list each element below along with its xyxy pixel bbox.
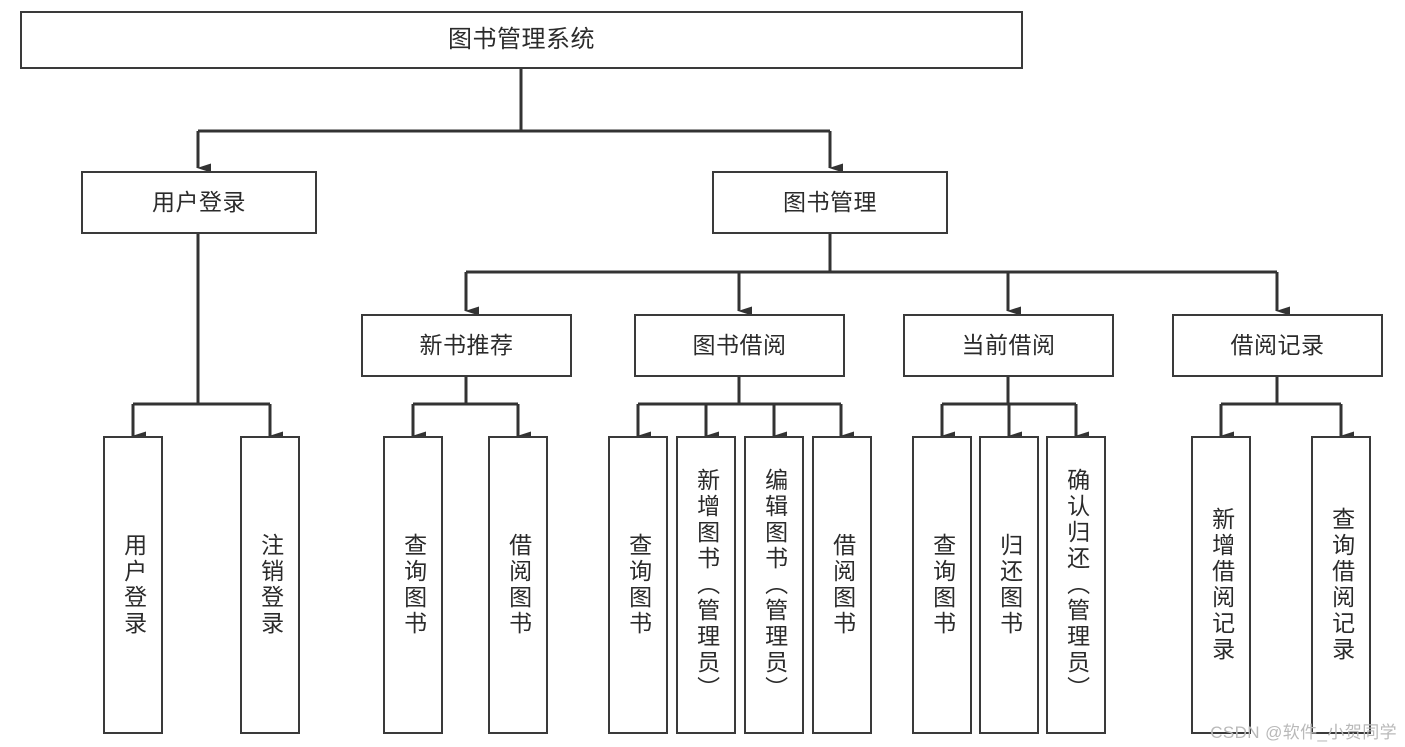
leaf-borrow-borrow-book-label: 借阅图书 (829, 533, 856, 637)
leaf-borrow-edit-book-admin[interactable]: 编辑图书（管理员） (744, 436, 804, 734)
leaf-newbook-borrow-book-label: 借阅图书 (505, 533, 532, 637)
leaf-borrow-query-book[interactable]: 查询图书 (608, 436, 668, 734)
leaf-records-query-record-label: 查询借阅记录 (1328, 507, 1355, 663)
node-new-book-recommend[interactable]: 新书推荐 (361, 314, 572, 377)
leaf-logout-label: 注销登录 (257, 533, 284, 637)
leaf-records-add-record[interactable]: 新增借阅记录 (1191, 436, 1251, 734)
leaf-borrow-add-book-admin-label: 新增图书（管理员） (693, 468, 720, 702)
leaf-logout[interactable]: 注销登录 (240, 436, 300, 734)
node-borrow-records[interactable]: 借阅记录 (1172, 314, 1383, 377)
node-book-borrow-label: 图书借阅 (692, 331, 787, 358)
node-current-borrow[interactable]: 当前借阅 (903, 314, 1114, 377)
node-borrow-records-label: 借阅记录 (1230, 331, 1325, 358)
leaf-borrow-edit-book-admin-label: 编辑图书（管理员） (761, 468, 788, 702)
leaf-current-query-book-label: 查询图书 (929, 533, 956, 637)
leaf-borrow-query-book-label: 查询图书 (625, 533, 652, 637)
node-book-management-label: 图书管理 (783, 188, 877, 215)
leaf-current-query-book[interactable]: 查询图书 (912, 436, 972, 734)
leaf-records-query-record[interactable]: 查询借阅记录 (1311, 436, 1371, 734)
node-root-label: 图书管理系统 (448, 25, 595, 53)
leaf-newbook-query-book-label: 查询图书 (400, 533, 427, 637)
leaf-user-login-label: 用户登录 (120, 533, 147, 637)
leaf-current-confirm-return-admin[interactable]: 确认归还（管理员） (1046, 436, 1106, 734)
leaf-borrow-borrow-book[interactable]: 借阅图书 (812, 436, 872, 734)
leaf-newbook-query-book[interactable]: 查询图书 (383, 436, 443, 734)
node-user-login-label: 用户登录 (152, 188, 246, 215)
csdn-watermark: CSDN @软件_小贺同学 (1210, 723, 1397, 742)
node-current-borrow-label: 当前借阅 (961, 331, 1056, 358)
node-book-management[interactable]: 图书管理 (712, 171, 948, 234)
leaf-borrow-add-book-admin[interactable]: 新增图书（管理员） (676, 436, 736, 734)
leaf-user-login[interactable]: 用户登录 (103, 436, 163, 734)
leaf-current-confirm-return-admin-label: 确认归还（管理员） (1063, 468, 1090, 702)
leaf-current-return-book[interactable]: 归还图书 (979, 436, 1039, 734)
leaf-current-return-book-label: 归还图书 (996, 533, 1023, 637)
leaf-newbook-borrow-book[interactable]: 借阅图书 (488, 436, 548, 734)
leaf-records-add-record-label: 新增借阅记录 (1208, 507, 1235, 663)
node-user-login[interactable]: 用户登录 (81, 171, 317, 234)
node-new-book-recommend-label: 新书推荐 (419, 331, 514, 358)
node-root[interactable]: 图书管理系统 (20, 11, 1023, 69)
node-book-borrow[interactable]: 图书借阅 (634, 314, 845, 377)
